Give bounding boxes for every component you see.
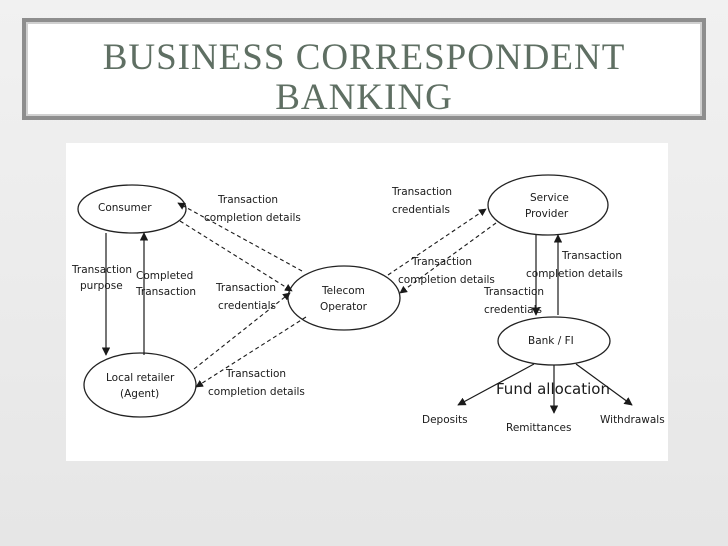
label-credentials-sp-1: Transaction bbox=[391, 186, 452, 198]
label-deposits: Deposits bbox=[422, 414, 468, 426]
label-tc-details-bank-1: Transaction bbox=[561, 250, 622, 262]
bank-node: Bank / FI bbox=[497, 316, 611, 366]
arrow-telecom-to-consumer bbox=[177, 202, 303, 272]
label-tc-details-sp-2: completion details bbox=[398, 274, 495, 286]
consumer-node: Consumer bbox=[77, 184, 187, 234]
label-completed-2: Transaction bbox=[135, 286, 196, 298]
label-tc-details-bottom-2: completion details bbox=[208, 386, 305, 398]
slide-title-line-1: BUSINESS CORRESPONDENT bbox=[102, 37, 626, 78]
consumer-label: Consumer bbox=[98, 202, 152, 214]
local-retailer-node: Local retailer (Agent) bbox=[83, 352, 197, 418]
label-fund-allocation: Fund allocation bbox=[496, 380, 610, 398]
label-tc-details-bank-2: completion details bbox=[526, 268, 623, 280]
label-credentials-bank-1: Transaction bbox=[483, 286, 544, 298]
telecom-label: Telecom bbox=[321, 285, 365, 297]
label-withdrawals: Withdrawals bbox=[600, 414, 665, 426]
slide-title-line-2: BANKING bbox=[275, 77, 453, 118]
label-credentials-sp-2: credentials bbox=[392, 204, 450, 216]
service-label: Service bbox=[530, 192, 569, 204]
arrow-service-provider-to-telecom bbox=[399, 222, 497, 294]
label-credentials-left-1: Transaction bbox=[215, 282, 276, 294]
arrow-bank-to-withdrawals bbox=[575, 363, 633, 406]
service-provider-node: Service Provider bbox=[487, 174, 609, 236]
local-retailer-label: Local retailer bbox=[106, 372, 175, 384]
arrow-telecom-to-service-provider bbox=[387, 208, 487, 276]
bank-label: Bank / FI bbox=[528, 335, 574, 347]
flow-diagram: Consumer Local retailer (Agent) Telecom … bbox=[71, 174, 665, 434]
label-completed-1: Completed bbox=[136, 270, 193, 282]
label-tc-details-sp-1: Transaction bbox=[411, 256, 472, 268]
telecom-operator-node: Telecom Operator bbox=[287, 265, 401, 331]
label-transaction-purpose-2: purpose bbox=[80, 280, 123, 292]
provider-label: Provider bbox=[525, 208, 569, 220]
local-retailer-agent-label: (Agent) bbox=[120, 388, 159, 400]
arrow-bank-to-deposits bbox=[457, 363, 535, 406]
label-tc-details-top-2: completion details bbox=[204, 212, 301, 224]
operator-label: Operator bbox=[320, 301, 368, 313]
label-tc-details-top-1: Transaction bbox=[217, 194, 278, 206]
arrow-consumer-to-telecom bbox=[179, 220, 293, 292]
title-box: BUSINESS CORRESPONDENT BANKING bbox=[22, 18, 706, 120]
label-remittances: Remittances bbox=[506, 422, 571, 434]
label-tc-details-bottom-1: Transaction bbox=[225, 368, 286, 380]
label-credentials-left-2: credentials bbox=[218, 300, 276, 312]
diagram-panel: Consumer Local retailer (Agent) Telecom … bbox=[66, 143, 668, 461]
label-credentials-bank-2: credentials bbox=[484, 304, 542, 316]
label-transaction-purpose-1: Transaction bbox=[71, 264, 132, 276]
arrow-telecom-to-retailer bbox=[195, 316, 307, 388]
